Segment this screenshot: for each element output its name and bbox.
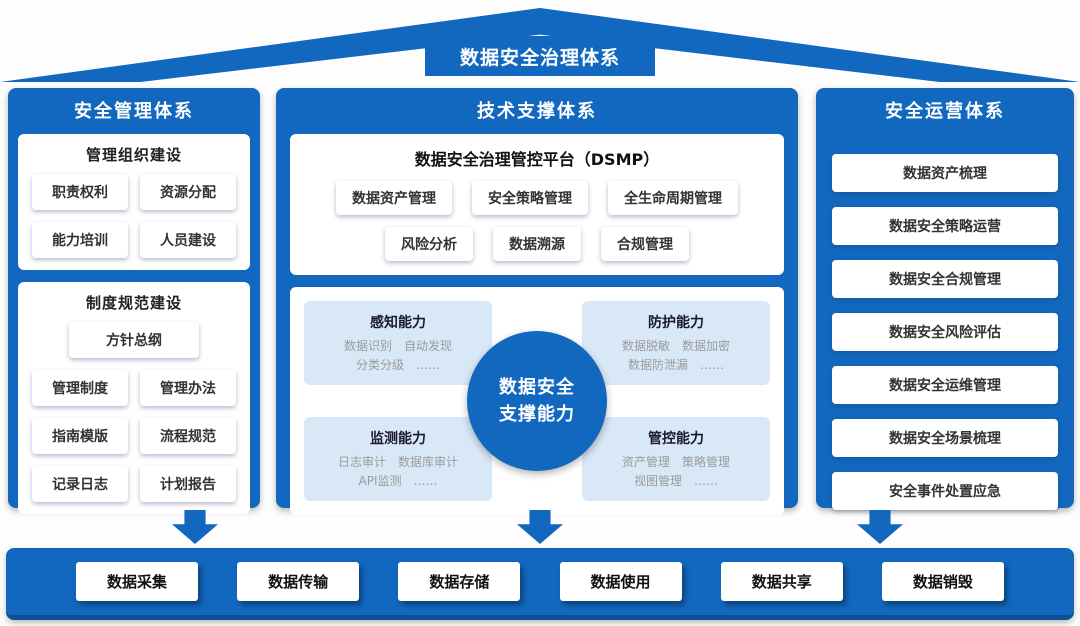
main-title: 数据安全治理体系 xyxy=(459,46,620,69)
operations-item: 数据安全场景梳理 xyxy=(832,419,1058,457)
org-building-title: 管理组织建设 xyxy=(85,146,182,164)
down-arrow-icon xyxy=(857,510,903,544)
operations-item: 数据资产梳理 xyxy=(832,154,1058,192)
rules-item: 管理制度 xyxy=(32,370,128,406)
panel-title: 安全运营体系 xyxy=(885,101,1005,122)
platform-item: 风险分析 xyxy=(385,227,473,261)
rules-item: 计划报告 xyxy=(140,466,236,502)
capability-detail: 数据识别 自动发现 xyxy=(343,338,452,353)
dsmp-platform-title: 数据安全治理管控平台（DSMP） xyxy=(414,150,660,169)
capability-detail: 分类分级 …… xyxy=(355,357,440,372)
capability-block-monitoring: 监测能力 日志审计 数据库审计 API监测 …… xyxy=(304,417,492,501)
platform-item: 安全策略管理 xyxy=(472,181,588,215)
capability-center-line: 支撑能力 xyxy=(499,404,575,425)
rules-item: 指南模版 xyxy=(32,418,128,454)
lifecycle-stage: 数据采集 xyxy=(76,562,198,601)
org-item: 资源分配 xyxy=(140,174,236,210)
panel-security-management: 安全管理体系 管理组织建设 职责权利 资源分配 能力培训 人员建设 制度规范建设… xyxy=(8,88,260,514)
capability-detail: 日志审计 数据库审计 xyxy=(337,454,458,469)
capability-detail: 资产管理 策略管理 xyxy=(621,454,730,469)
lifecycle-stage: 数据共享 xyxy=(720,562,843,601)
capability-detail: API监测 …… xyxy=(358,473,438,488)
capability-block-protection: 防护能力 数据脱敏 数据加密 数据防泄漏 …… xyxy=(582,301,770,385)
rules-building-title: 制度规范建设 xyxy=(85,294,182,312)
data-lifecycle-bar: 数据采集 数据传输 数据存储 数据使用 数据共享 数据销毁 xyxy=(6,548,1074,620)
platform-item: 合规管理 xyxy=(601,227,689,261)
policy-outline-item: 方针总纲 xyxy=(69,322,199,358)
operations-item: 安全事件处置应急 xyxy=(832,472,1058,510)
capability-block-control: 管控能力 资产管理 策略管理 视图管理 …… xyxy=(582,417,770,501)
capability-detail: 数据防泄漏 …… xyxy=(627,357,724,372)
panel-title: 技术支撑体系 xyxy=(477,101,597,122)
platform-row-2: 风险分析 数据溯源 合规管理 xyxy=(300,227,774,261)
capability-title: 监测能力 xyxy=(370,430,426,447)
main-title-banner: 数据安全治理体系 xyxy=(425,36,655,76)
org-items-grid: 职责权利 资源分配 能力培训 人员建设 xyxy=(26,174,242,258)
lifecycle-stage: 数据使用 xyxy=(559,562,682,601)
org-item: 职责权利 xyxy=(32,174,128,210)
org-item: 能力培训 xyxy=(32,222,128,258)
rules-item: 流程规范 xyxy=(140,418,236,454)
operations-list: 数据资产梳理 数据安全策略运营 数据安全合规管理 数据安全风险评估 数据安全运维… xyxy=(816,130,1074,510)
rules-items-grid: 管理制度 管理办法 指南模版 流程规范 记录日志 计划报告 xyxy=(26,370,242,502)
capability-card: 感知能力 数据识别 自动发现 分类分级 …… 防护能力 数据脱敏 数据加密 数据… xyxy=(290,287,784,515)
capability-center-line: 数据安全 xyxy=(499,377,575,398)
policy-outline-row: 方针总纲 xyxy=(26,322,242,358)
rules-building-card: 制度规范建设 方针总纲 管理制度 管理办法 指南模版 流程规范 记录日志 计划报… xyxy=(18,282,250,514)
platform-item: 数据资产管理 xyxy=(336,181,452,215)
capability-title: 感知能力 xyxy=(370,314,426,331)
rules-item: 管理办法 xyxy=(140,370,236,406)
down-arrow-icon xyxy=(517,510,563,544)
capability-block-perception: 感知能力 数据识别 自动发现 分类分级 …… xyxy=(304,301,492,385)
org-item: 人员建设 xyxy=(140,222,236,258)
capability-detail: 数据脱敏 数据加密 xyxy=(621,338,730,353)
operations-item: 数据安全合规管理 xyxy=(832,260,1058,298)
operations-item: 数据安全运维管理 xyxy=(832,366,1058,404)
panel-title: 安全管理体系 xyxy=(74,101,194,122)
rules-item: 记录日志 xyxy=(32,466,128,502)
capability-title: 防护能力 xyxy=(648,314,704,331)
operations-item: 数据安全策略运营 xyxy=(832,207,1058,245)
panel-security-operations: 安全运营体系 数据资产梳理 数据安全策略运营 数据安全合规管理 数据安全风险评估… xyxy=(816,88,1074,510)
platform-item: 全生命周期管理 xyxy=(608,181,738,215)
panel-technical-support: 技术支撑体系 数据安全治理管控平台（DSMP） 数据资产管理 安全策略管理 全生… xyxy=(276,88,798,515)
lifecycle-stage: 数据传输 xyxy=(237,562,360,601)
org-building-card: 管理组织建设 职责权利 资源分配 能力培训 人员建设 xyxy=(18,134,250,270)
capability-detail: 视图管理 …… xyxy=(633,473,718,488)
platform-item: 数据溯源 xyxy=(493,227,581,261)
down-arrow-icon xyxy=(172,510,218,544)
dsmp-platform-card: 数据安全治理管控平台（DSMP） 数据资产管理 安全策略管理 全生命周期管理 风… xyxy=(290,134,784,275)
capability-center-circle: 数据安全 支撑能力 xyxy=(467,331,607,471)
lifecycle-stage: 数据存储 xyxy=(398,562,521,601)
operations-item: 数据安全风险评估 xyxy=(832,313,1058,351)
capability-title: 管控能力 xyxy=(648,430,704,447)
platform-row-1: 数据资产管理 安全策略管理 全生命周期管理 xyxy=(300,181,774,215)
lifecycle-stage: 数据销毁 xyxy=(881,562,1004,601)
